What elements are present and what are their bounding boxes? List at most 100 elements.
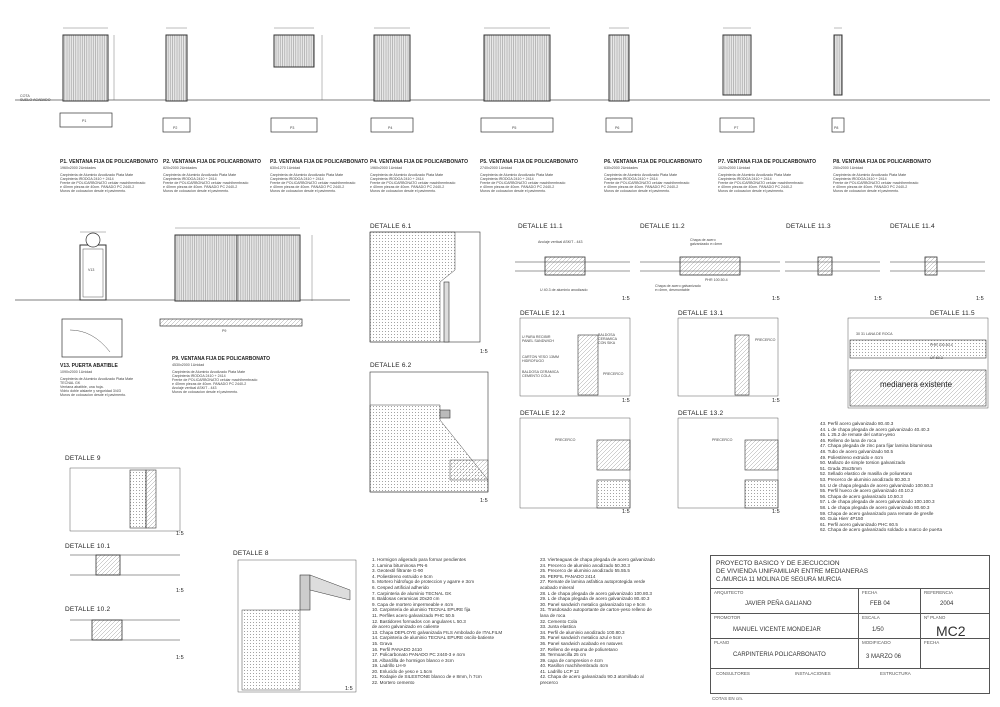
detail-11-2-drawing	[640, 256, 780, 276]
date-label: FECHA	[862, 590, 878, 595]
legend-item: 59. Chapa de acero galvanizado para rema…	[820, 510, 934, 516]
legend-item: 24. Precerco de aluminio anodizado 50.30…	[540, 562, 630, 568]
window-desc-p7: Carpinteria de Aluminio Anodizado Plata …	[718, 173, 804, 193]
window-p6-title: P6. VENTANA FIJA DE POLICARBONATO	[604, 159, 702, 165]
legend-item: 47. Chapa plegada de zinc para fijar lam…	[820, 443, 933, 449]
window-p3-size: 630x1270 1Unidad	[270, 166, 301, 170]
legend-items-1-22: 1. Hormigon aligerado para formar pendie…	[372, 557, 502, 686]
annot-baldosa-2: BALDOSA CERAMICA CEMENTO COLA	[522, 370, 559, 378]
legend-item: 46. Relleno de lana de roca	[820, 437, 877, 443]
detail-10-2-title: DETALLE 10.2	[65, 606, 111, 613]
detail-6-2-scale: 1:5	[480, 498, 488, 504]
plan-p2-id: P2	[173, 126, 178, 130]
legend-item: 9. Capa de mortero impermeable e 4cm	[372, 601, 454, 607]
detail-13-1-drawing	[677, 317, 779, 397]
legend-item: 62. Chapa de acero galvanizado soldado a…	[820, 527, 943, 533]
annot-carton: CARTON YESO 13MM HIDROFUGO	[522, 355, 559, 363]
legend-item: 56. Chapa de acero galvanizado 10.50.3	[820, 493, 903, 499]
window-desc-p3: Carpinteria de Aluminio Anodizado Plata …	[270, 173, 356, 193]
legend-item: 43. Perfil acero galvanizado 80.40.3	[820, 421, 894, 426]
detail-10-1-title: DETALLE 10.1	[65, 543, 111, 550]
legend-item: 16. Perfil PANADO 2410	[372, 646, 422, 652]
legend-item: 25. Precerco de aluminio anodizado 55.55…	[540, 568, 630, 574]
structure-label: ESTRUCTURA	[880, 671, 911, 676]
legend-item: 7. Carpinteria de aluminio TECNAL GK	[372, 590, 452, 596]
consultants-label: CONSULTORES	[716, 671, 750, 676]
window-p4-size: 1960x2000 1Unidad	[370, 166, 403, 170]
architect-name: JAVIER PEÑA GALIANO	[745, 601, 812, 607]
legend-item: 50. Mallazo de simple torsion galvanizad…	[820, 460, 906, 466]
legend-item: 10. Carpinteria de aluminio TECNAL EPURE…	[372, 607, 471, 613]
legend-item: 60. Guia Hierr 4P150	[820, 516, 864, 522]
legend-item: 57. L de chapa plegada de acero galvaniz…	[820, 499, 935, 505]
date-value: FEB 04	[870, 601, 891, 607]
door-v13-desc: Carpinteria de Aluminio Anodizado Plata …	[60, 377, 134, 397]
legend-items-23-42: 23. Vierteaguas de chapa plegada de acer…	[540, 557, 655, 686]
detail-13-2-drawing	[677, 417, 779, 509]
legend-item: 51. Grada 25x25mm	[820, 465, 862, 471]
plan-p1-id: P1	[82, 119, 87, 123]
detail-10-2-scale: 1:5	[176, 655, 184, 661]
detail-11-2-scale: 1:5	[772, 296, 780, 302]
installations-label: INSTALACIONES	[795, 671, 831, 676]
detail-6-2-title: DETALLE 6.2	[370, 362, 412, 369]
window-p9-title: P9. VENTANA FIJA DE POLICARBONATO	[172, 356, 270, 362]
modified-date: 3 MARZO 06	[866, 654, 902, 660]
window-desc-p1: Carpinteria de Aluminio Anodizado Plata …	[60, 173, 146, 193]
plan-p3-id: P3	[290, 126, 295, 130]
window-desc-p5: Carpinteria de Aluminio Anodizado Plata …	[480, 173, 566, 193]
plan-p8-id: P8	[834, 126, 839, 130]
scale-value: 1/50	[872, 627, 884, 633]
legend-item: 61. Perfil acero galvanizado PHC 60.5	[820, 521, 898, 527]
legend-item: 42. Chapa de acero galvanizado 90.3 ator…	[540, 674, 644, 680]
window-p5-elevation	[480, 27, 554, 133]
legend-item: 22. Mortero cemento	[372, 680, 415, 686]
door-v13-title: V13. PUERTA ABATIBLE	[60, 363, 118, 369]
sheet-number-label: Nº PLANO	[924, 615, 946, 620]
detail-11-1-title: DETALLE 11.1	[518, 223, 563, 230]
window-p9-desc: Carpinteria de Aluminio Anodizado Plata …	[172, 370, 258, 394]
legend-item: de acero galvanizado en caliente	[372, 624, 440, 630]
legend-item: 13. Chapa DEPLOYE galvanizada FILS Ambol…	[372, 629, 503, 635]
legend-item: 12. Bastidores formados con angulares L …	[372, 618, 466, 624]
window-p8-elevation	[831, 27, 845, 133]
window-p4-title: P4. VENTANA FIJA DE POLICARBONATO	[370, 159, 468, 165]
legend-item: 27. Remate de lamina asfaltica autoprote…	[540, 579, 646, 585]
window-p3-title: P3. VENTANA FIJA DE POLICARBONATO	[270, 159, 368, 165]
detail-8-drawing	[237, 559, 357, 693]
legend-item: 5. Mortero hidrofugo de proteccion y aga…	[372, 579, 475, 585]
detail-11-4-drawing	[890, 256, 985, 276]
legend-item: 23. Vierteaguas de chapa plegada de acer…	[540, 557, 655, 562]
detail-12-2-scale: 1:5	[622, 509, 630, 515]
modified-label: MODIFICADO	[862, 640, 891, 645]
detail-12-1-drawing	[519, 317, 631, 397]
legend-item: 33. Junta elastica	[540, 624, 576, 630]
detail-6-1-drawing	[369, 231, 481, 343]
window-desc-p4: Carpinteria de Aluminio Anodizado Plata …	[370, 173, 456, 193]
legend-item: 8. Baldosas ceramicas 20x20 cm	[372, 596, 440, 602]
detail-9-drawing	[69, 467, 181, 532]
window-p2-title: P2. VENTANA FIJA DE POLICARBONATO	[163, 159, 261, 165]
legend-item: 3. Geotextil filtrante G-90	[372, 568, 424, 574]
window-p1-elevation	[59, 27, 115, 128]
plan-label: PLANO	[714, 640, 730, 645]
detail-8-scale: 1:5	[345, 686, 353, 692]
units-note: COTAS EN cm.	[712, 696, 744, 701]
legend-item: 4. Poliestireno extruido e 5cm	[372, 573, 433, 579]
legend-item: 54. U de chapa plegada de acero galvaniz…	[820, 482, 933, 488]
legend-item: 58. L de chapa plegada de acero galvaniz…	[820, 504, 930, 510]
legend-item: 49. Poliestireno extruido e 4cm	[820, 454, 884, 460]
legend-item: 55. Perfil hueco de acero galvanizado 40…	[820, 488, 914, 494]
legend-item: acabado mineral	[540, 584, 574, 590]
legend-item: 32. Cemento Cola	[540, 618, 578, 624]
reference-label: REFERENCIA	[924, 590, 954, 595]
legend-item: 45. L 25.2 de remate del carton-yeso	[820, 432, 895, 438]
annot-precerco-13-2: PRECERCO	[712, 438, 733, 442]
legend-item: 40. Rasillon machihembrado 4cm	[540, 663, 609, 669]
legend-item: 41. Ladrillo LCP 12	[540, 668, 579, 674]
detail-11-3-scale: 1:5	[874, 296, 882, 302]
legend-item: 44. L de chapa plegada de acero galvaniz…	[820, 426, 930, 432]
